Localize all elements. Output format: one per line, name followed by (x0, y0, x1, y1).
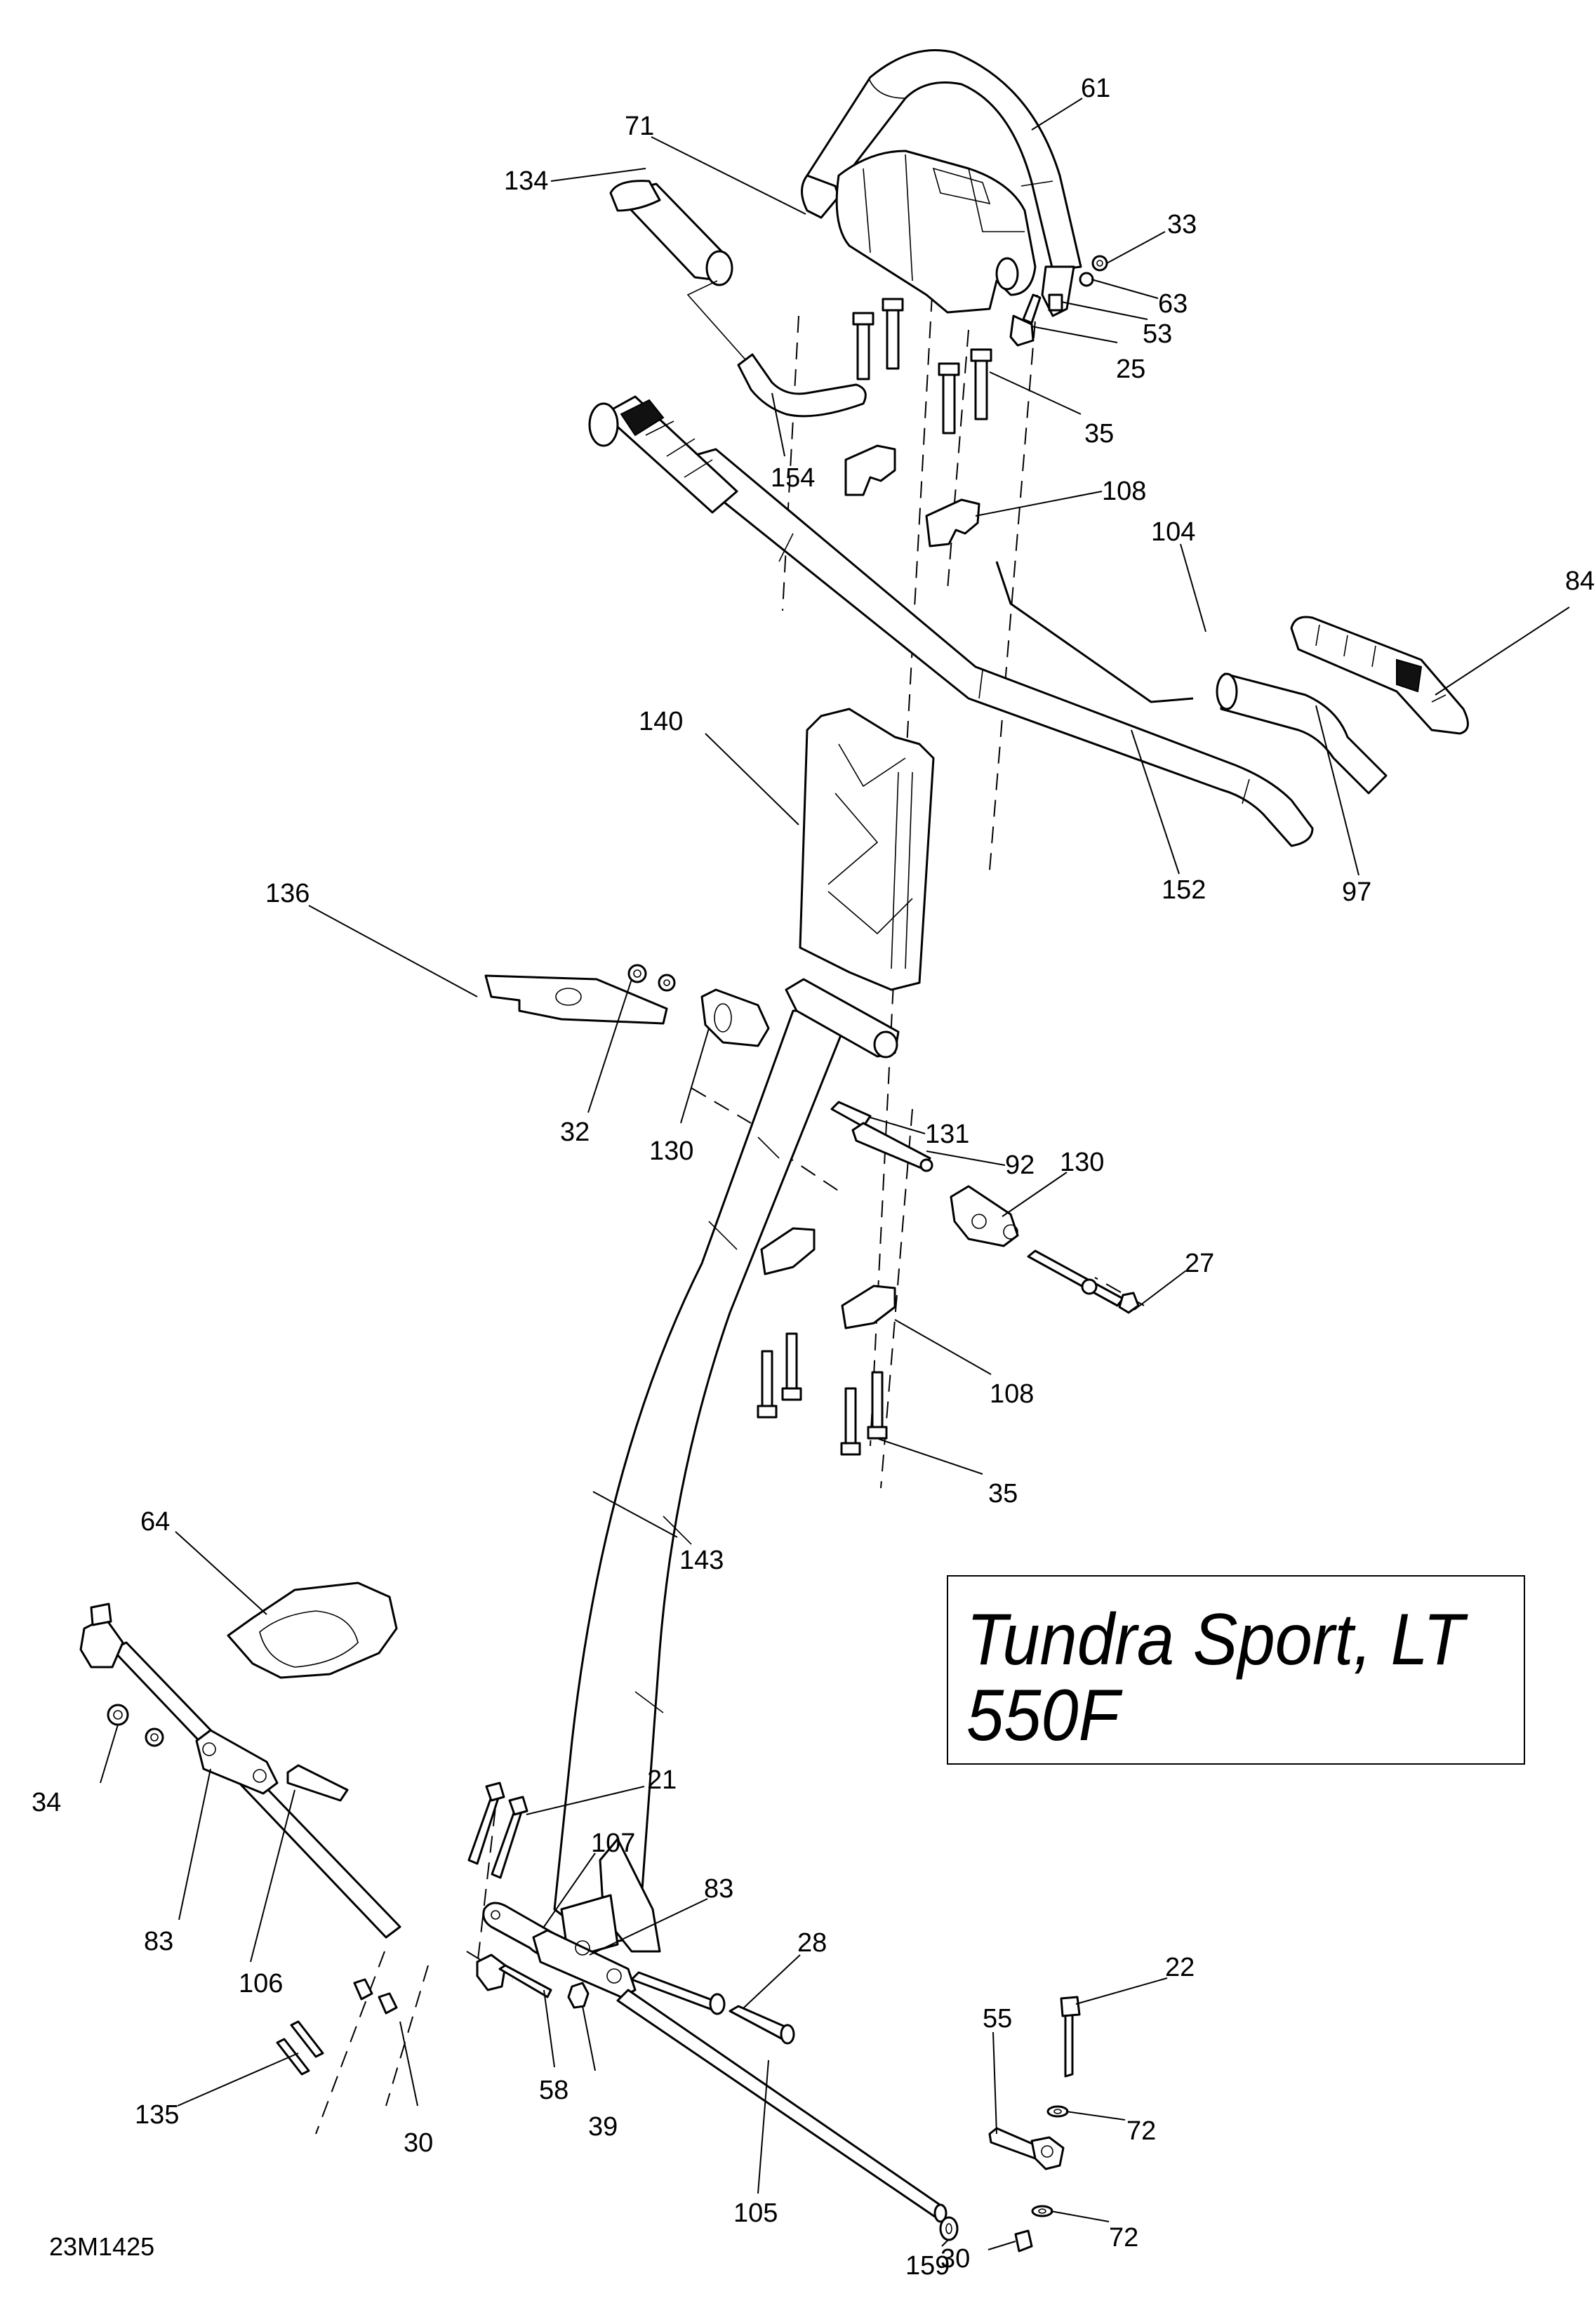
callout-27: 27 (1185, 1249, 1214, 1278)
callout-130-left: 130 (649, 1136, 693, 1166)
part-heated-grip-left (609, 180, 752, 366)
part-nut-63 (1079, 272, 1094, 287)
part-cover-cap (227, 1581, 398, 1679)
callout-64: 64 (140, 1507, 170, 1537)
part-screws-21 (467, 1782, 528, 1879)
part-shoulder-bolt (630, 1971, 795, 2045)
callout-53: 53 (1143, 319, 1172, 349)
callout-labels: 71 61 134 33 63 53 25 35 154 108 104 84 … (32, 74, 1595, 2281)
part-spacer-106 (286, 1764, 349, 1802)
callout-92: 92 (1005, 1150, 1035, 1180)
callout-106: 106 (239, 1969, 283, 1998)
diagram-reference-code: 23M1425 (49, 2232, 154, 2261)
part-tie-rod (616, 1989, 947, 2223)
callout-33: 33 (1167, 210, 1197, 239)
leader-lines (100, 98, 1570, 2250)
callout-71: 71 (625, 112, 654, 141)
part-bushing-131 (830, 1101, 872, 1128)
part-sleeve-92 (851, 1122, 933, 1172)
part-heating-element-left (737, 353, 867, 418)
part-bushing-holder-right (950, 1185, 1019, 1247)
callout-104: 104 (1151, 517, 1195, 547)
part-bolt-22 (1060, 1996, 1081, 2078)
callout-130-right: 130 (1060, 1148, 1104, 1177)
callout-30-bottom: 30 (940, 2244, 970, 2274)
part-riser-block (799, 708, 935, 991)
part-steering-column (553, 978, 900, 1960)
callout-58: 58 (539, 2076, 568, 2105)
part-screw-25 (1009, 293, 1042, 347)
part-heating-element-right (1216, 672, 1388, 795)
callout-39: 39 (588, 2112, 618, 2142)
part-bushing-holder-left (700, 988, 770, 1047)
part-flange-screws-lower (757, 1332, 888, 1456)
part-grip-right (1290, 616, 1469, 735)
part-plate (484, 974, 668, 1025)
callout-72-lower: 72 (1109, 2223, 1138, 2253)
model-label-box: Tundra Sport, LT 550F (947, 1575, 1525, 1765)
callout-34: 34 (32, 1788, 61, 1817)
callout-108-upper: 108 (1102, 477, 1146, 506)
part-clamp-lower-right (841, 1285, 896, 1329)
part-washer-72-lower (1031, 2205, 1053, 2217)
callout-30-lower: 30 (404, 2128, 433, 2158)
part-flange-screws-upper (852, 298, 992, 435)
callout-107: 107 (591, 1829, 635, 1858)
part-washer-72-upper (1046, 2105, 1069, 2118)
part-washer-159 (939, 2216, 959, 2241)
callout-25: 25 (1116, 354, 1145, 384)
callout-83-right: 83 (704, 1874, 733, 1904)
part-clamp-upper-right (925, 498, 980, 548)
part-rod-end-right (532, 1929, 637, 1998)
part-nut-34 (107, 1704, 164, 1747)
part-riser-handle (801, 49, 1082, 317)
engine-code: 550F (966, 1675, 1120, 1756)
part-rod-end-left (195, 1729, 279, 1795)
part-nut-washer-32 (627, 964, 676, 992)
callout-143: 143 (679, 1546, 724, 1575)
callout-63: 63 (1158, 289, 1188, 319)
callout-159: 159 (905, 2251, 950, 2281)
callout-136: 136 (265, 879, 310, 908)
callout-32: 32 (560, 1117, 590, 1147)
part-tie-rod-end (988, 2127, 1065, 2170)
part-bolt-27 (1027, 1249, 1140, 1314)
callout-22: 22 (1165, 1953, 1195, 1982)
part-clamp-upper-left (844, 444, 896, 496)
callout-61: 61 (1081, 74, 1110, 103)
callout-83-left: 83 (144, 1927, 173, 1956)
part-clamp-lower-left (760, 1227, 816, 1275)
part-ball-joint (476, 1954, 552, 1998)
model-name: Tundra Sport, LT (966, 1599, 1465, 1680)
callout-134: 134 (504, 166, 548, 196)
part-handlebar-cover (835, 150, 1037, 314)
callout-35-lower: 35 (988, 1479, 1018, 1508)
callout-152: 152 (1162, 875, 1206, 905)
callout-154: 154 (771, 463, 815, 493)
callout-21: 21 (647, 1765, 677, 1795)
callout-140: 140 (639, 707, 683, 736)
callout-72-upper: 72 (1126, 2116, 1156, 2146)
callout-108-lower: 108 (990, 1379, 1034, 1409)
part-nut-30-lower (353, 1978, 398, 2015)
callout-135: 135 (135, 2100, 179, 2130)
callout-28: 28 (797, 1928, 827, 1958)
callout-55: 55 (983, 2004, 1012, 2034)
part-heating-element-wire (995, 561, 1194, 703)
part-nut-30-bottom (1014, 2229, 1033, 2253)
callout-131: 131 (925, 1120, 969, 1149)
callout-84: 84 (1565, 566, 1595, 596)
callout-35-upper: 35 (1084, 419, 1114, 449)
callout-105: 105 (733, 2198, 778, 2228)
part-jam-nut (567, 1982, 590, 2009)
callout-97: 97 (1342, 877, 1371, 907)
part-handlebar (588, 395, 1314, 847)
part-bushings-135 (276, 2020, 324, 2076)
part-washer-33 (1091, 255, 1108, 272)
